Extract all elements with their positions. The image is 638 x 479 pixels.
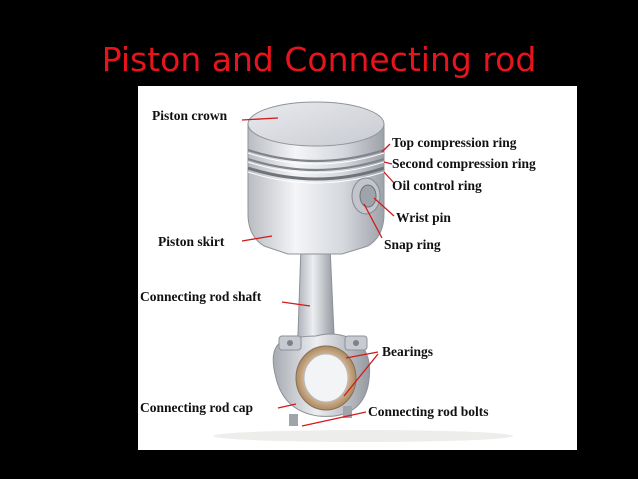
- leader-connecting-rod-shaft: [281, 301, 311, 307]
- label-connecting-rod-shaft: Connecting rod shaft: [140, 289, 262, 304]
- cap-bolt-right: [343, 406, 352, 418]
- slide-title: Piston and Connecting rod: [101, 40, 537, 79]
- leader-connecting-rod-cap: [277, 403, 297, 409]
- top-compression-ring: [247, 148, 385, 163]
- oil-control-ring: [247, 166, 385, 181]
- piston-crown: [247, 101, 385, 147]
- label-piston-skirt: Piston skirt: [158, 234, 225, 249]
- leader-bearings-lower: [343, 353, 379, 397]
- label-oil-control-ring: Oil control ring: [392, 178, 482, 193]
- label-second-compression-ring: Second compression ring: [392, 156, 536, 171]
- label-top-compression-ring: Top compression ring: [392, 135, 517, 150]
- label-connecting-rod-cap: Connecting rod cap: [140, 400, 254, 415]
- label-bearings: Bearings: [382, 344, 434, 359]
- leader-piston-crown: [241, 117, 279, 121]
- label-connecting-rod-bolts: Connecting rod bolts: [368, 404, 489, 419]
- leader-snap-ring: [363, 203, 383, 239]
- cap-bolt-left: [289, 414, 298, 426]
- leader-lines: [241, 117, 395, 427]
- second-compression-ring: [247, 157, 385, 172]
- shadow: [213, 430, 513, 442]
- leader-connecting-rod-bolts: [301, 411, 367, 427]
- leader-top-compression-ring: [381, 143, 391, 153]
- leader-wrist-pin: [373, 197, 395, 217]
- wrist-pin: [359, 184, 377, 208]
- leader-second-compression-ring: [383, 161, 393, 165]
- leader-oil-control-ring: [383, 171, 395, 184]
- bearing-bore: [303, 353, 349, 403]
- leader-bearings-upper: [345, 351, 379, 359]
- leader-piston-skirt: [241, 235, 273, 242]
- label-wrist-pin: Wrist pin: [396, 210, 451, 225]
- diagram-panel: Piston crown Top compression ring Second…: [138, 86, 577, 450]
- label-snap-ring: Snap ring: [384, 237, 441, 252]
- piston-illustration: [213, 101, 513, 442]
- piston-body: [247, 123, 385, 255]
- label-piston-crown: Piston crown: [152, 108, 228, 123]
